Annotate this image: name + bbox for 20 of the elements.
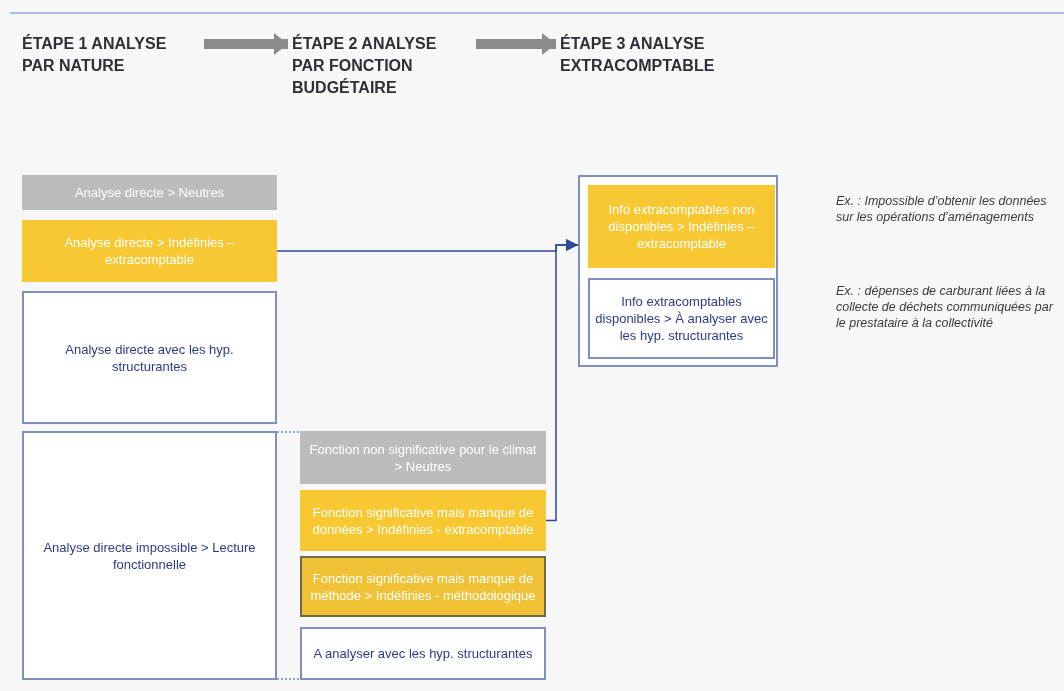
undefined-box: Analyse directe > Indéfinies – extracomptable (22, 220, 277, 282)
neutral-box: Fonction non significative pour le climat > Neutres (300, 431, 546, 484)
step-heading: ÉTAPE 1 ANALYSE PAR NATURE (22, 33, 200, 99)
analysis-box: Analyse directe impossible > Lecture fonctionnelle (22, 431, 277, 680)
arrow (476, 33, 556, 55)
undefined-box: Fonction significative mais manque de données > Indéfinies - extracomptable (300, 490, 546, 551)
box-outline (578, 175, 778, 367)
analysis-box: A analyser avec les hyp. structurantes (300, 627, 546, 680)
neutral-box: Analyse directe > Neutres (22, 175, 277, 210)
methodology-box: Fonction significative mais manque de méthode > Indéfinies - méthodologique (300, 556, 546, 617)
step-heading: ÉTAPE 3 ANALYSE EXTRACOMPTABLE (560, 33, 780, 99)
step-heading: ÉTAPE 2 ANALYSE PAR FONCTION BUDGÉTAIRE (292, 33, 472, 121)
arrow (545, 239, 579, 522)
arrow (204, 33, 288, 55)
undefined-box: Info extracomptables non disponibles > Indéfinies – extracomptable (588, 185, 775, 268)
analysis-box: Analyse directe avec les hyp. structurantes (22, 291, 277, 424)
dotted-connector (276, 431, 301, 433)
example-note: Ex. : dépenses de carburant liées à la collecte de déchets communiquées par le prestataire à la collectivité (836, 283, 1055, 331)
analysis-box: Info extracomptables disponibles > À analyser avec les hyp. structurantes (588, 278, 775, 359)
example-note: Ex. : Impossible d’obtenir les données sur les opérations d’aménagements (836, 193, 1048, 225)
